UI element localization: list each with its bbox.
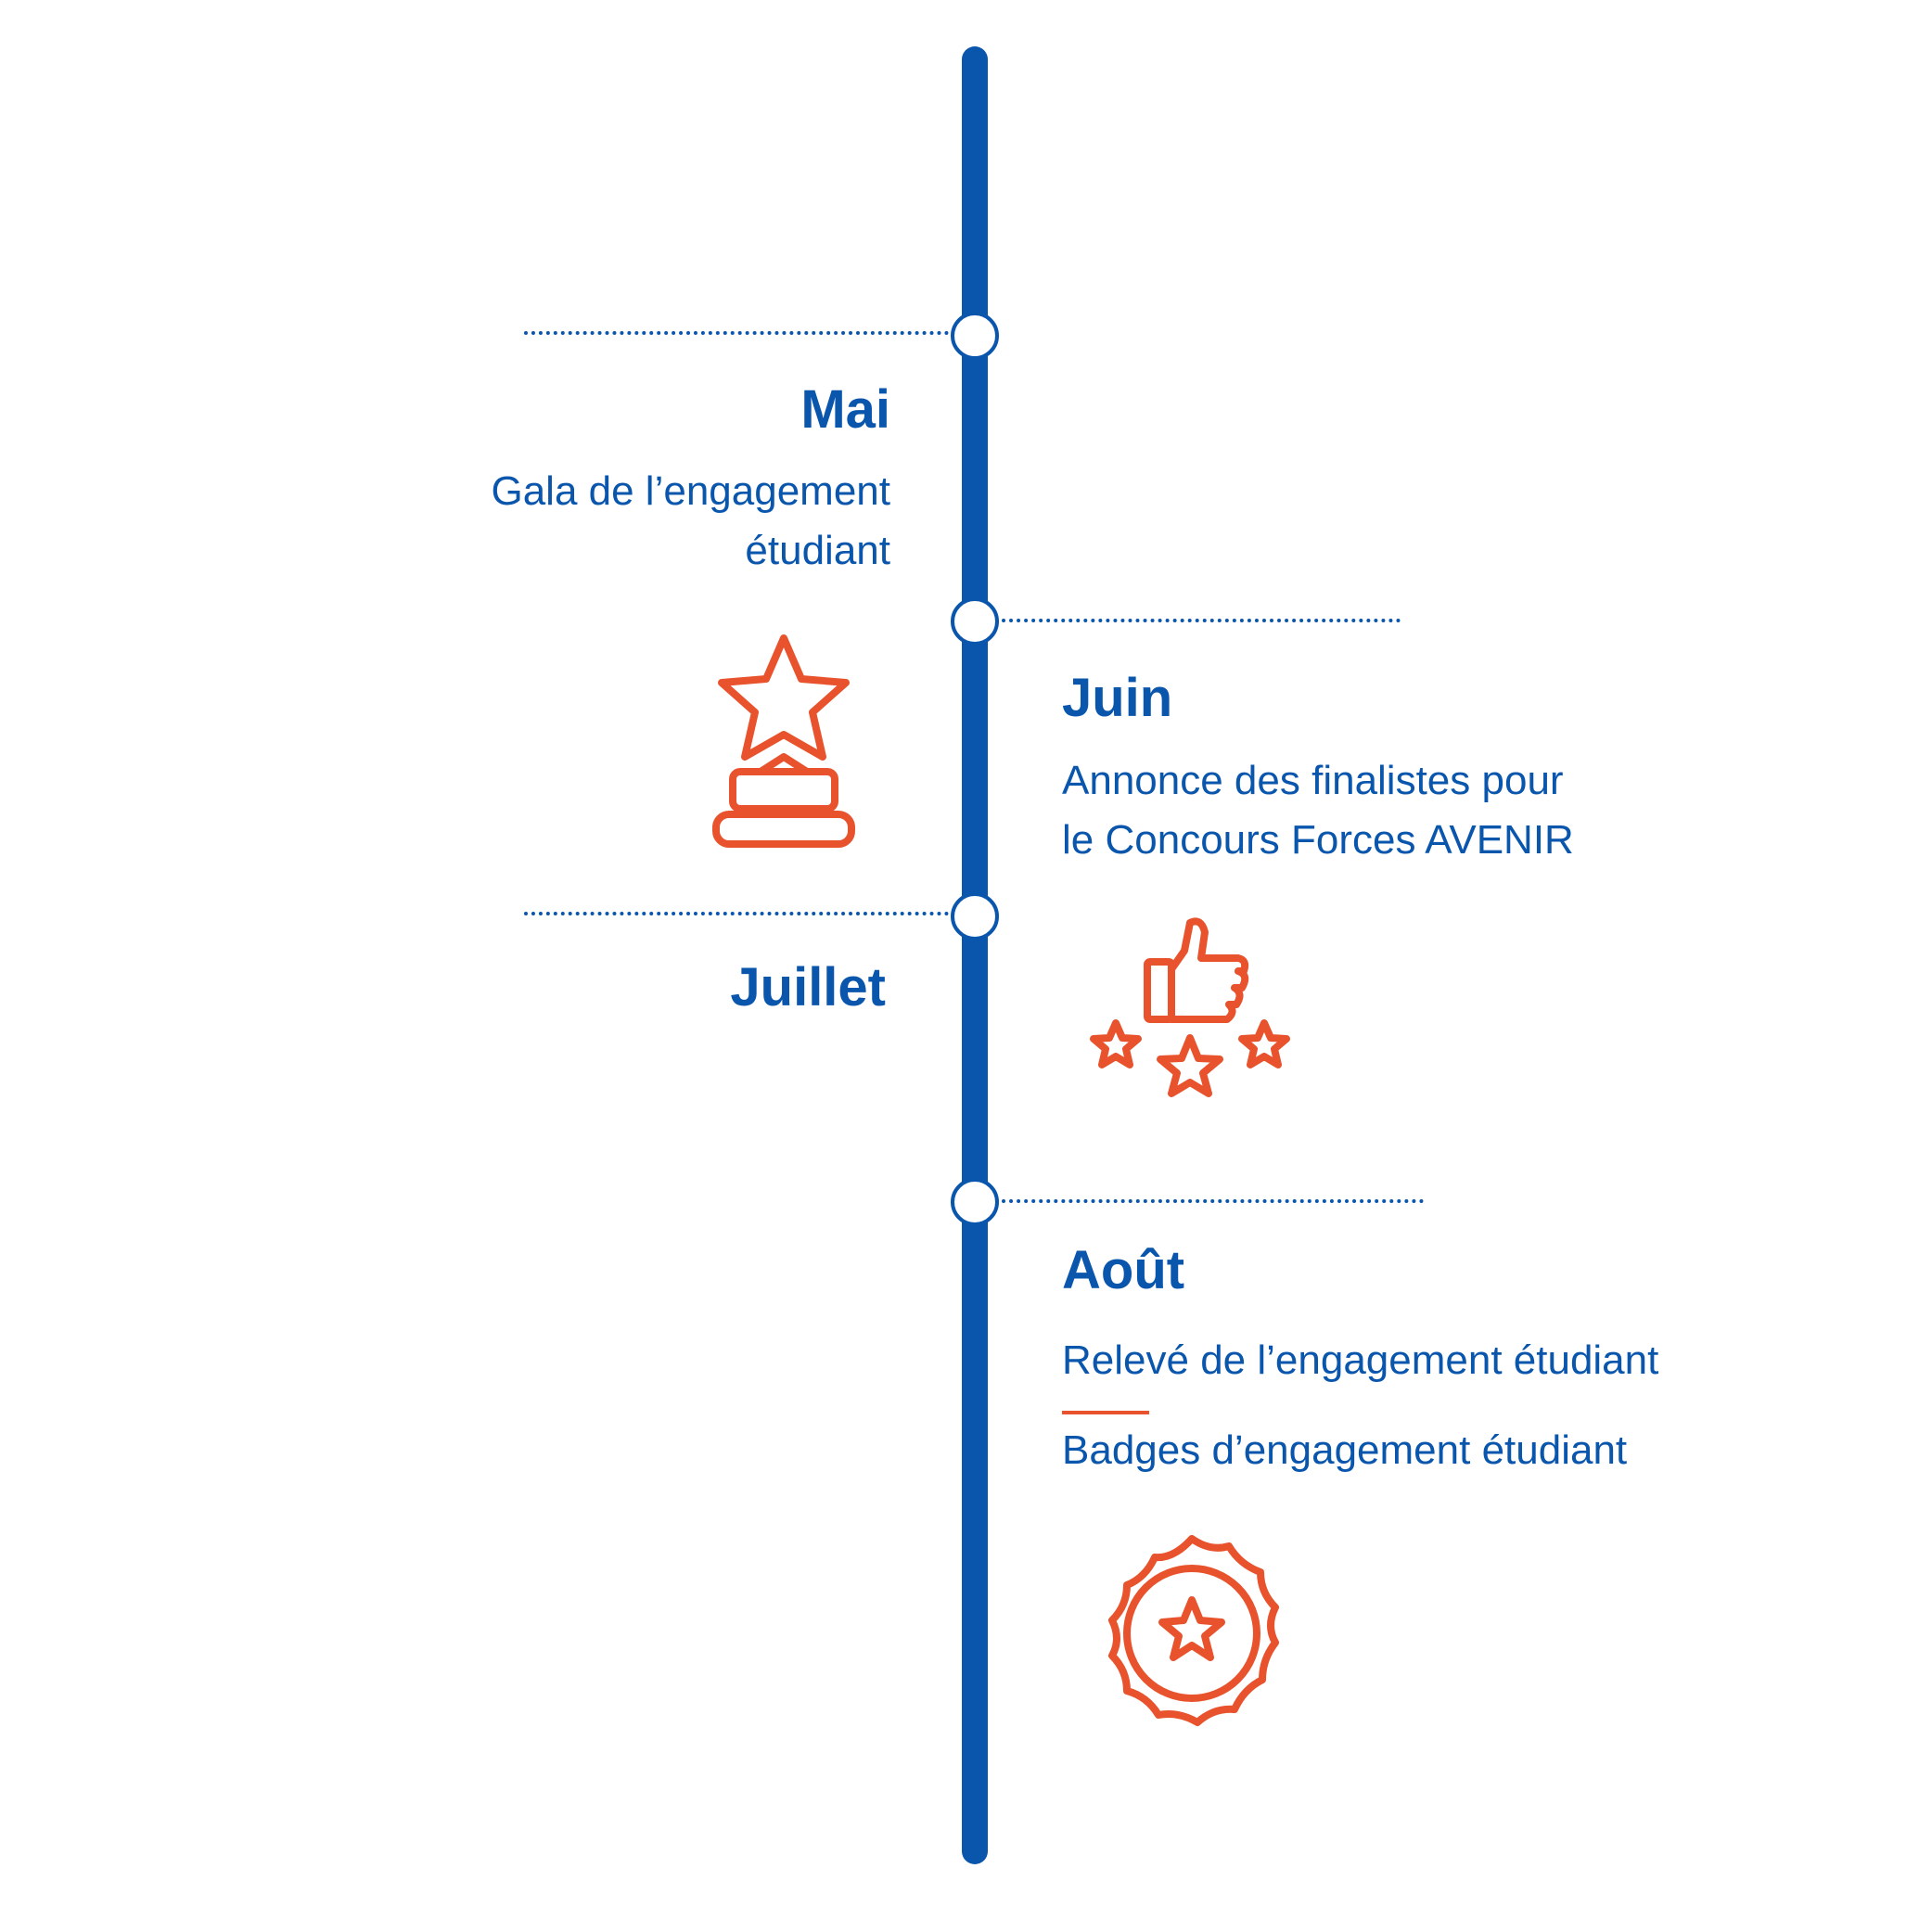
event-description-mai: Gala de l’engagement étudiant: [278, 462, 890, 581]
timeline-node-mai: [951, 312, 999, 360]
month-title-mai: Mai: [800, 379, 890, 440]
month-title-juillet: Juillet: [730, 957, 886, 1017]
timeline-node-juillet: [951, 892, 999, 940]
month-title-aout: Août: [1062, 1240, 1185, 1300]
event-line-releve: Relevé de l’engagement étudiant: [1062, 1337, 1659, 1383]
event-line: étudiant: [745, 528, 890, 573]
event-line: Gala de l’engagement: [491, 468, 890, 514]
timeline-node-juin: [951, 597, 999, 646]
badge-star-icon: [1081, 1524, 1303, 1746]
star-trophy-icon: [705, 633, 863, 855]
timeline-node-aout: [951, 1178, 999, 1226]
event-description-juin: Annonce des finalistes pour le Concours …: [1062, 751, 1804, 870]
leader-line-mai: [524, 331, 949, 335]
event-line: Annonce des finalistes pour: [1062, 758, 1564, 803]
leader-line-juin: [1002, 619, 1401, 622]
thumbs-up-stars-icon: [1081, 914, 1303, 1136]
leader-line-juillet: [524, 912, 949, 915]
leader-line-aout: [1002, 1199, 1424, 1203]
event-line-badges: Badges d’engagement étudiant: [1062, 1427, 1628, 1473]
accent-divider: [1062, 1411, 1149, 1414]
event-line: le Concours Forces AVENIR: [1062, 817, 1574, 863]
month-title-juin: Juin: [1062, 668, 1173, 728]
